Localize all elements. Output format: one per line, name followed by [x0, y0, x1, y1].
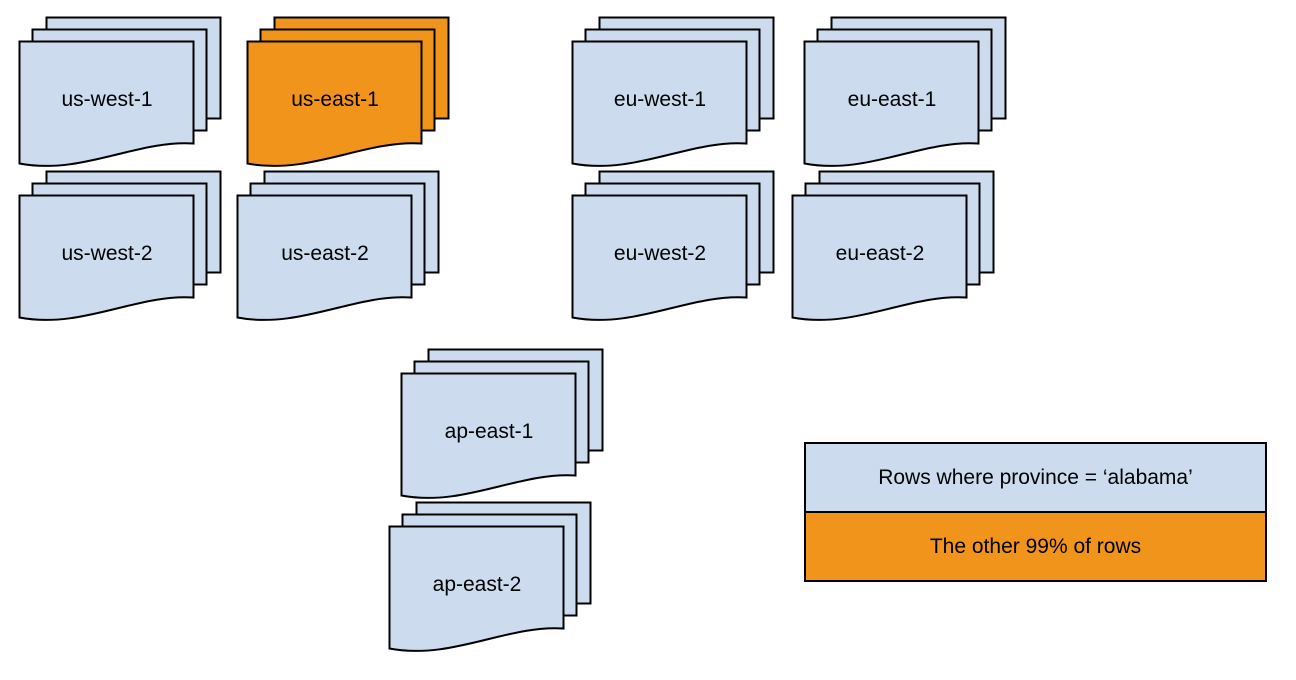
region-label: ap-east-2: [432, 573, 522, 597]
document-stack-icon: [571, 170, 775, 321]
region-label: us-west-1: [61, 88, 153, 112]
region-label: ap-east-1: [444, 420, 534, 444]
region-label: eu-west-2: [613, 242, 707, 266]
region-stack-ap-east-2: ap-east-2: [388, 501, 592, 657]
document-page-front: [571, 194, 748, 321]
region-stack-eu-west-1: eu-west-1: [571, 16, 775, 172]
document-page-front: [571, 40, 748, 167]
document-page-front: [400, 372, 577, 499]
region-stack-eu-east-2: eu-east-2: [791, 170, 995, 326]
legend: Rows where province = ‘alabama’ The othe…: [804, 442, 1267, 582]
region-stack-us-east-1: us-east-1: [246, 16, 450, 172]
region-stack-ap-east-1: ap-east-1: [400, 348, 604, 504]
document-stack-icon: [803, 16, 1007, 167]
region-label: eu-east-2: [835, 242, 925, 266]
document-page-front: [18, 194, 195, 321]
document-page-front: [791, 194, 968, 321]
legend-item-label: Rows where province = ‘alabama’: [878, 465, 1193, 489]
document-page-front: [246, 40, 423, 167]
region-stack-us-west-1: us-west-1: [18, 16, 222, 172]
document-stack-icon: [18, 16, 222, 167]
region-stack-eu-east-1: eu-east-1: [803, 16, 1007, 172]
document-stack-icon: [236, 170, 440, 321]
document-stack-icon: [400, 348, 604, 499]
legend-item-alabama-rows: Rows where province = ‘alabama’: [806, 444, 1265, 513]
document-stack-icon: [18, 170, 222, 321]
region-label: eu-east-1: [847, 88, 937, 112]
document-stack-icon: [246, 16, 450, 167]
document-page-front: [388, 525, 565, 652]
document-stack-icon: [388, 501, 592, 652]
legend-item-other-rows: The other 99% of rows: [806, 513, 1265, 580]
document-stack-icon: [791, 170, 995, 321]
document-page-front: [18, 40, 195, 167]
document-stack-icon: [571, 16, 775, 167]
legend-item-label: The other 99% of rows: [929, 534, 1142, 558]
region-label: us-east-2: [281, 242, 369, 266]
region-label: eu-west-1: [613, 88, 707, 112]
document-page-front: [236, 194, 413, 321]
region-label: us-west-2: [61, 242, 153, 266]
document-page-front: [803, 40, 980, 167]
region-stack-eu-west-2: eu-west-2: [571, 170, 775, 326]
region-stack-us-west-2: us-west-2: [18, 170, 222, 326]
region-label: us-east-1: [291, 88, 379, 112]
region-stack-us-east-2: us-east-2: [236, 170, 440, 326]
